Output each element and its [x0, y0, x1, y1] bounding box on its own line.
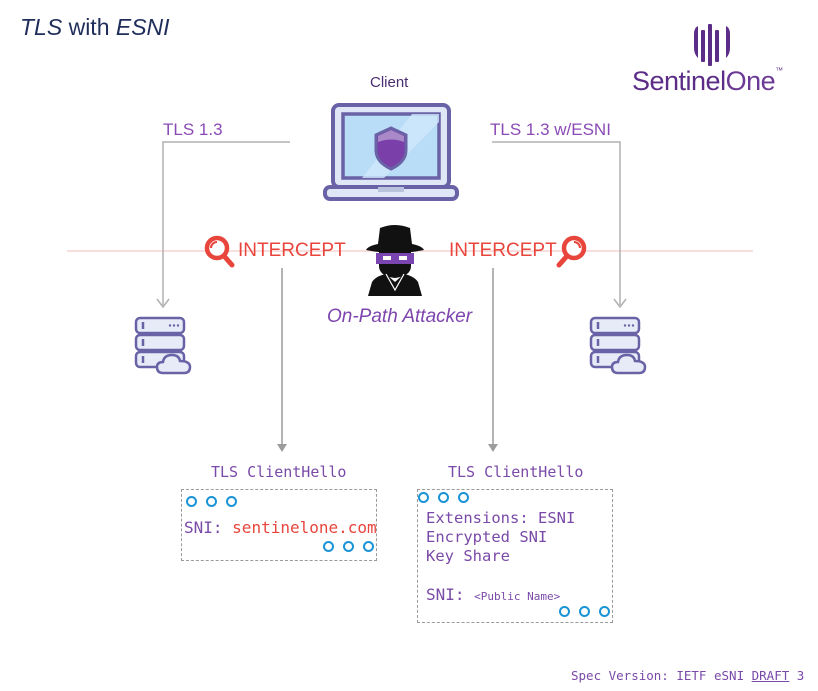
extensions-list: Extensions: ESNI Encrypted SNI Key Share [426, 509, 575, 566]
draft-link: DRAFT [751, 668, 790, 683]
server-cloud-icon [589, 316, 647, 375]
magnifier-icon [556, 235, 587, 268]
intercept-right-label: INTERCEPT [449, 240, 557, 261]
right-path-arrowhead [613, 298, 627, 309]
sentinelone-logo: SentinelOne™ [632, 66, 783, 96]
tls-13-esni-label: TLS 1.3 w/ESNI [490, 120, 611, 139]
client-label: Client [370, 74, 409, 91]
title-tls: TLS [20, 14, 63, 40]
client-hello-left-label: TLS ClientHello [211, 463, 347, 481]
ellipsis-dots-icon [323, 541, 374, 552]
right-intercept-arrowhead [488, 444, 498, 452]
left-path-line [162, 141, 290, 305]
extension-line: Key Share [426, 547, 510, 565]
title-with: with [62, 14, 116, 40]
ellipsis-dots-icon [559, 606, 610, 617]
title-esni: ESNI [115, 14, 170, 40]
client-hello-right-label: TLS ClientHello [448, 463, 584, 481]
laptop-shield-icon [323, 103, 459, 201]
left-path-arrowhead [156, 298, 170, 309]
extension-line: Encrypted SNI [426, 528, 548, 546]
ellipsis-dots-icon [186, 496, 237, 507]
right-path-line [492, 141, 621, 305]
tls-13-label: TLS 1.3 [163, 120, 223, 139]
client-hello-right-box: Extensions: ESNI Encrypted SNI Key Share… [417, 489, 613, 623]
client-hello-left-box: SNI: sentinelone.com [181, 489, 377, 561]
attacker-label: On-Path Attacker [327, 306, 473, 327]
sni-value: sentinelone.com [232, 518, 377, 537]
server-cloud-icon [134, 316, 192, 375]
extension-line: Extensions: ESNI [426, 509, 576, 527]
sni-line: SNI: sentinelone.com [184, 518, 377, 537]
spy-icon [366, 225, 424, 296]
left-intercept-arrowhead [277, 444, 287, 452]
ellipsis-dots-icon [418, 492, 469, 503]
sentinelone-logo-icon [694, 24, 730, 66]
sni-public-name: <Public Name> [474, 590, 561, 603]
magnifier-icon [204, 235, 235, 268]
intercept-left-label: INTERCEPT [238, 240, 346, 261]
page-title: TLS with ESNI [20, 14, 170, 41]
spec-version: Spec Version: IETF eSNI DRAFT 3 [571, 668, 805, 683]
sni-line: SNI: <Public Name> [426, 585, 561, 604]
